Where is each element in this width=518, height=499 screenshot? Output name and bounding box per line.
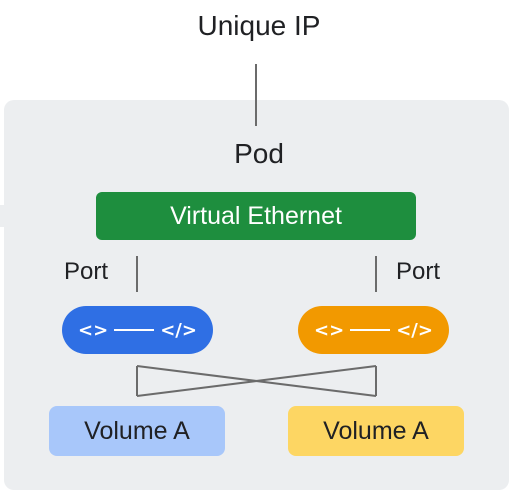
pill-dash <box>350 329 391 331</box>
container-right-pill: <> </> <box>298 306 449 354</box>
code-close-icon: </> <box>396 319 433 341</box>
code-close-icon: </> <box>160 319 197 341</box>
unique-ip-label: Unique IP <box>197 10 321 41</box>
pod-title: Pod <box>234 138 284 169</box>
port-left-label: Port <box>64 258 109 285</box>
ip-connector-line <box>255 64 257 126</box>
port-left-connector <box>136 256 138 292</box>
code-open-icon: <> <box>314 319 345 341</box>
port-right-label: Port <box>396 258 441 285</box>
pill-dash <box>114 329 155 331</box>
volume-left-box: Volume A <box>49 406 225 456</box>
container-left-pill: <> </> <box>62 306 213 354</box>
code-open-icon: <> <box>78 319 109 341</box>
port-right-connector <box>375 256 377 292</box>
volume-right-box: Volume A <box>288 406 464 456</box>
virtual-ethernet-box: Virtual Ethernet <box>96 192 416 240</box>
pod-side-notch <box>0 205 4 227</box>
